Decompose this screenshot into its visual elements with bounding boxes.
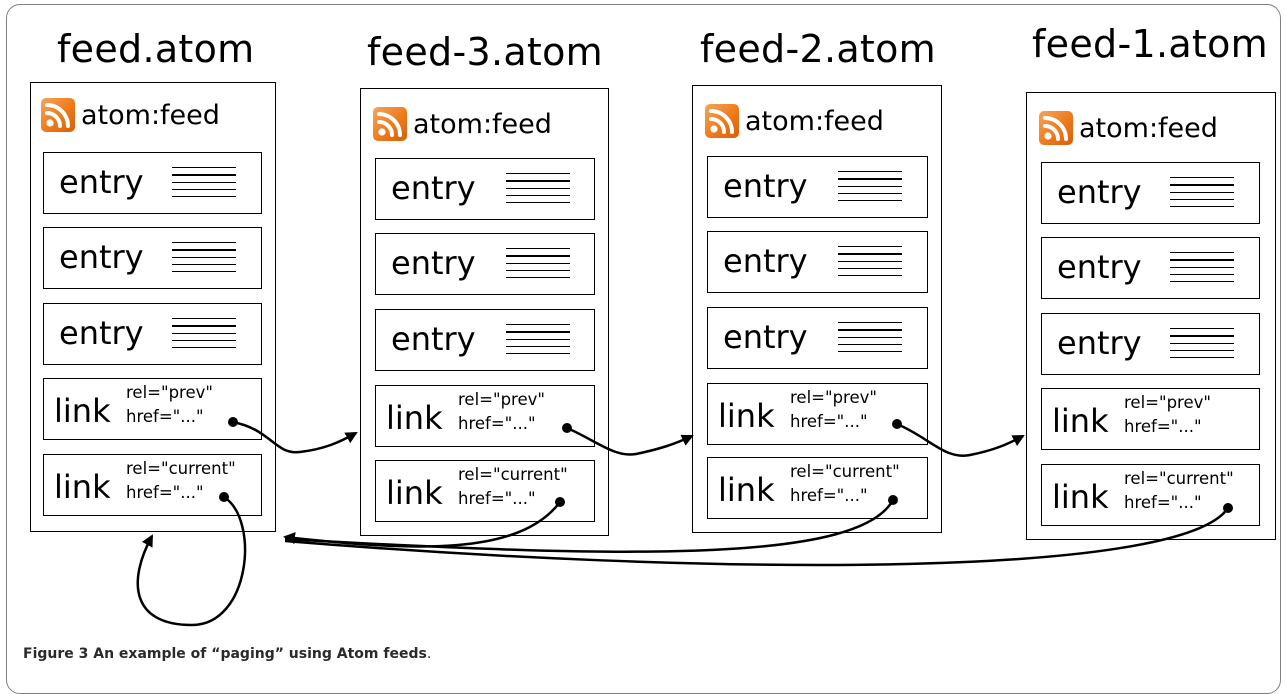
- link-rel-attribute: rel="current": [790, 462, 900, 481]
- link-label: link: [386, 474, 443, 512]
- entry-content-lines-icon: [1170, 252, 1234, 288]
- entry-box: entry: [43, 227, 262, 289]
- rss-feed-icon: [373, 107, 407, 141]
- link-box-current: link rel="current" href="...": [375, 460, 595, 522]
- link-arrows: [136, 417, 1233, 627]
- current-arrow: [284, 495, 898, 553]
- link-label: link: [1052, 402, 1109, 440]
- feed-title: feed.atom: [57, 27, 255, 71]
- entry-content-lines-icon: [172, 242, 236, 278]
- link-rel-attribute: rel="prev": [126, 383, 213, 402]
- entry-box: entry: [707, 231, 928, 293]
- entry-content-lines-icon: [838, 246, 902, 282]
- entry-box: entry: [375, 309, 595, 371]
- link-box-current: link rel="current" href="...": [1041, 464, 1260, 526]
- entry-box: entry: [1041, 237, 1260, 299]
- entry-box: entry: [43, 303, 262, 365]
- link-href-attribute: href="...": [126, 407, 204, 426]
- caption-rest: .: [426, 646, 432, 662]
- entry-content-lines-icon: [1170, 328, 1234, 364]
- link-rel-attribute: rel="prev": [1124, 393, 1211, 412]
- feed-box-feed-2-atom: atom:feed entry entry entry link rel="pr…: [692, 85, 942, 533]
- feed-header: atom:feed: [41, 98, 220, 132]
- link-box-current: link rel="current" href="...": [707, 457, 928, 519]
- link-rel-attribute: rel="current": [1124, 469, 1234, 488]
- entry-content-lines-icon: [506, 324, 570, 360]
- link-label: link: [54, 392, 111, 430]
- entry-label: entry: [723, 318, 808, 356]
- feed-header-label: atom:feed: [413, 108, 552, 140]
- entry-content-lines-icon: [506, 173, 570, 209]
- entry-content-lines-icon: [1170, 177, 1234, 213]
- entry-label: entry: [1057, 248, 1142, 286]
- link-href-attribute: href="...": [790, 486, 868, 505]
- link-box-current: link rel="current" href="...": [43, 454, 262, 516]
- current-self-arrow: [136, 492, 247, 627]
- entry-box: entry: [1041, 162, 1260, 224]
- prev-arrow: [562, 423, 694, 456]
- entry-label: entry: [391, 169, 476, 207]
- link-href-attribute: href="...": [790, 412, 868, 431]
- rss-feed-icon: [41, 98, 75, 132]
- link-rel-attribute: rel="current": [458, 465, 568, 484]
- entry-box: entry: [43, 152, 262, 214]
- entry-label: entry: [59, 314, 144, 352]
- entry-label: entry: [391, 244, 476, 282]
- link-box-prev: link rel="prev" href="...": [43, 378, 262, 440]
- link-rel-attribute: rel="prev": [458, 390, 545, 409]
- feed-header-label: atom:feed: [1079, 112, 1218, 144]
- entry-content-lines-icon: [172, 167, 236, 203]
- link-href-attribute: href="...": [458, 489, 536, 508]
- link-href-attribute: href="...": [1124, 493, 1202, 512]
- feed-box-feed-3-atom: atom:feed entry entry entry link rel="pr…: [360, 88, 609, 536]
- figure-caption: Figure 3 An example of “paging” using At…: [23, 646, 431, 662]
- link-label: link: [718, 397, 775, 435]
- entry-content-lines-icon: [506, 248, 570, 284]
- entry-label: entry: [723, 167, 808, 205]
- feed-title: feed-3.atom: [367, 30, 603, 74]
- entry-label: entry: [1057, 324, 1142, 362]
- link-label: link: [54, 468, 111, 506]
- link-box-prev: link rel="prev" href="...": [707, 383, 928, 445]
- feed-header: atom:feed: [373, 107, 552, 141]
- link-label: link: [1052, 478, 1109, 516]
- feed-title: feed-2.atom: [700, 27, 936, 71]
- link-box-prev: link rel="prev" href="...": [1041, 388, 1260, 450]
- prev-arrow: [892, 419, 1025, 457]
- feed-header: atom:feed: [705, 104, 884, 138]
- entry-box: entry: [1041, 313, 1260, 375]
- prev-arrow: [228, 417, 358, 454]
- entry-content-lines-icon: [172, 318, 236, 354]
- entry-box: entry: [375, 233, 595, 295]
- link-href-attribute: href="...": [126, 483, 204, 502]
- link-href-attribute: href="...": [458, 414, 536, 433]
- entry-label: entry: [59, 238, 144, 276]
- entry-content-lines-icon: [838, 171, 902, 207]
- feed-box-feed-atom: atom:feed entry entry entry link rel="pr…: [30, 82, 276, 532]
- entry-label: entry: [1057, 173, 1142, 211]
- feed-box-feed-1-atom: atom:feed entry entry entry link rel="pr…: [1026, 92, 1276, 540]
- entry-box: entry: [707, 307, 928, 369]
- rss-feed-icon: [1039, 111, 1073, 145]
- link-box-prev: link rel="prev" href="...": [375, 385, 595, 447]
- entry-content-lines-icon: [838, 322, 902, 358]
- caption-bold: Figure 3 An example of “paging” using At…: [23, 646, 427, 662]
- entry-label: entry: [723, 242, 808, 280]
- link-href-attribute: href="...": [1124, 417, 1202, 436]
- link-label: link: [718, 471, 775, 509]
- entry-box: entry: [375, 158, 595, 220]
- link-label: link: [386, 399, 443, 437]
- feed-header-label: atom:feed: [745, 105, 884, 137]
- link-rel-attribute: rel="current": [126, 459, 236, 478]
- rss-feed-icon: [705, 104, 739, 138]
- entry-label: entry: [59, 163, 144, 201]
- feed-title: feed-1.atom: [1032, 22, 1268, 66]
- feed-header-label: atom:feed: [81, 99, 220, 131]
- link-rel-attribute: rel="prev": [790, 388, 877, 407]
- feed-header: atom:feed: [1039, 111, 1218, 145]
- current-arrow: [283, 497, 565, 548]
- current-arrow: [284, 503, 1233, 567]
- entry-label: entry: [391, 320, 476, 358]
- entry-box: entry: [707, 156, 928, 218]
